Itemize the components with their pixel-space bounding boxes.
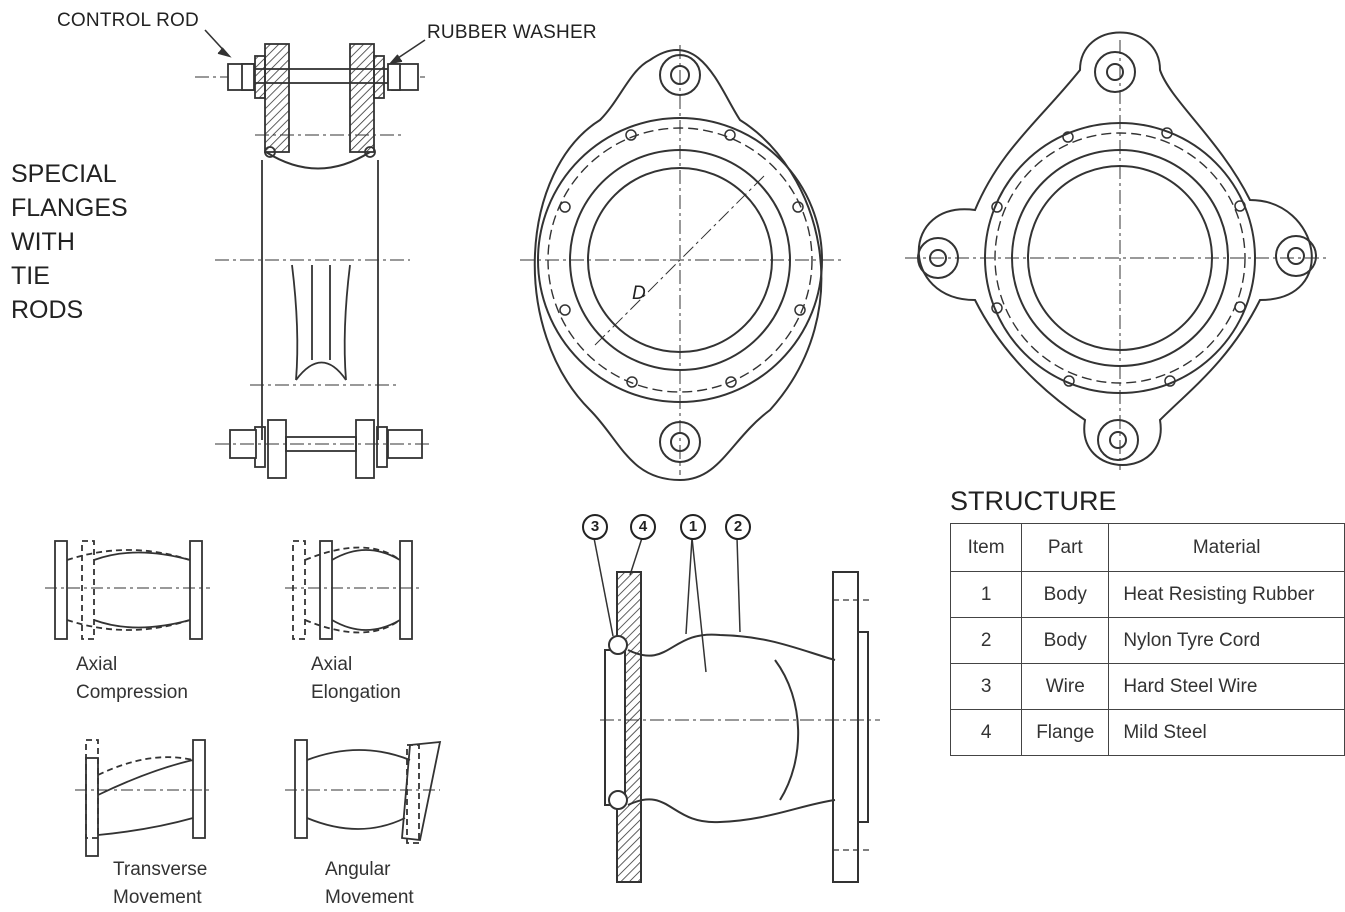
caption-transverse-movement: Transverse Movement [113,856,207,912]
callout-3: 3 [582,514,608,540]
four-bolt-flange-view [905,31,1330,470]
caption-line: Angular [325,859,391,880]
control-rod-label: CONTROL ROD [57,10,199,31]
table-row: 3 Wire Hard Steel Wire [949,663,1345,710]
cell-part: Flange [1021,709,1110,756]
title-line-1: SPECIAL [11,160,117,188]
cell-item: 2 [949,617,1023,664]
caption-line: Elongation [311,682,401,703]
cell-item: 1 [949,571,1023,618]
two-bolt-flange-view [520,45,845,482]
caption-line: Compression [76,682,188,703]
callout-2: 2 [725,514,751,540]
structure-table: Item Part Material 1 Body Heat Resisting… [949,523,1345,756]
caption-line: Movement [113,887,202,908]
structure-cross-section [593,537,880,883]
callout-1: 1 [680,514,706,540]
tie-rod-joint-side-view [195,29,430,479]
movement-diagrams [45,540,442,857]
table-row: 1 Body Heat Resisting Rubber [949,571,1345,618]
caption-axial-compression: Axial Compression [76,651,188,707]
caption-line: Movement [325,887,414,908]
title-line-4: TIE [11,262,50,290]
cell-item: 3 [949,663,1023,710]
title-line-5: RODS [11,296,84,324]
cell-part: Wire [1021,663,1110,710]
cell-material: Heat Resisting Rubber [1108,571,1345,618]
caption-axial-elongation: Axial Elongation [311,651,401,707]
table-header-row: Item Part Material [949,523,1345,572]
caption-line: Transverse [113,859,208,880]
table-row: 2 Body Nylon Tyre Cord [949,617,1345,664]
header-material: Material [1108,523,1345,572]
cell-material: Mild Steel [1108,709,1345,756]
cell-part: Body [1021,617,1110,664]
caption-line: Axial [311,654,353,675]
title-line-2: FLANGES [11,194,128,222]
cell-part: Body [1021,571,1110,618]
diameter-mark: D [632,283,646,304]
special-flanges-title: SPECIAL FLANGES WITH TIE RODS [11,157,128,327]
title-line-3: WITH [11,228,75,256]
header-item: Item [949,523,1023,572]
cell-item: 4 [949,709,1023,756]
rubber-washer-label: RUBBER WASHER [427,22,597,43]
caption-angular-movement: Angular Movement [325,856,414,912]
cell-material: Nylon Tyre Cord [1108,617,1345,664]
callout-4: 4 [630,514,656,540]
header-part: Part [1021,523,1110,572]
caption-line: Axial [76,654,118,675]
table-row: 4 Flange Mild Steel [949,709,1345,756]
structure-title: STRUCTURE [950,486,1117,516]
cell-material: Hard Steel Wire [1108,663,1345,710]
